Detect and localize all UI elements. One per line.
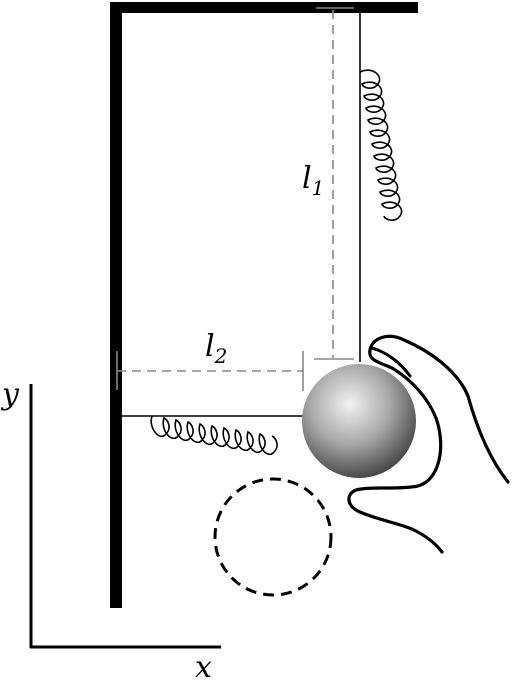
ball bbox=[302, 364, 416, 478]
label-l1-subscript: 1 bbox=[312, 176, 325, 200]
coordinate-axes bbox=[29, 384, 221, 649]
dashed-ball-outline bbox=[213, 477, 333, 597]
dimension-l2 bbox=[116, 351, 304, 391]
label-l1: l1 bbox=[302, 161, 324, 200]
label-l2: l2 bbox=[205, 329, 227, 368]
label-y-axis: y bbox=[0, 377, 20, 412]
vertical-wall bbox=[110, 2, 122, 608]
dimension-l1 bbox=[314, 7, 354, 360]
ceiling-bar bbox=[110, 2, 418, 13]
label-l2-subscript: 2 bbox=[214, 344, 228, 368]
label-x-axis: x bbox=[195, 650, 212, 685]
horizontal-spring bbox=[122, 415, 304, 456]
vertical-spring bbox=[359, 13, 403, 362]
hand-finger-line bbox=[370, 346, 412, 378]
hand bbox=[347, 334, 510, 554]
